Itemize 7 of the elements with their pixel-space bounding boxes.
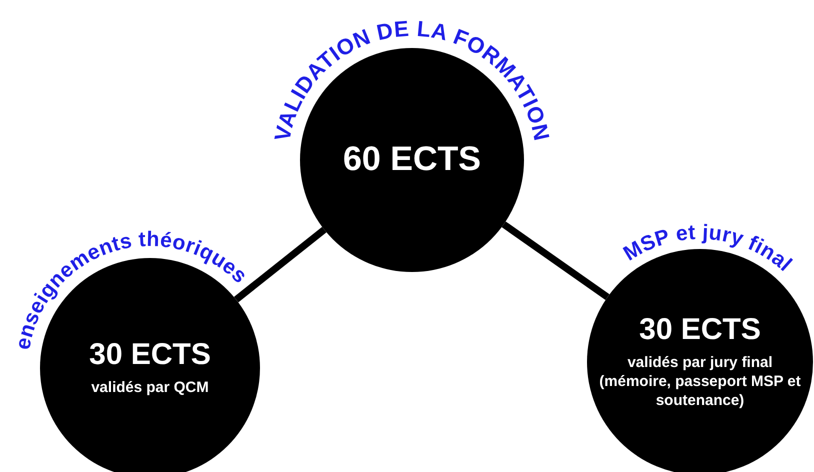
connector-line — [502, 221, 610, 300]
credit-value: 60 ECTS — [343, 141, 481, 179]
credit-value: 30 ECTS — [639, 313, 761, 346]
connector-line — [234, 226, 326, 302]
description-text: validés par jury final (mémoire, passeport MSP et soutenance) — [598, 354, 802, 411]
description-text: validés par QCM — [91, 379, 209, 398]
curved-heading: MSP et jury final — [620, 221, 796, 276]
